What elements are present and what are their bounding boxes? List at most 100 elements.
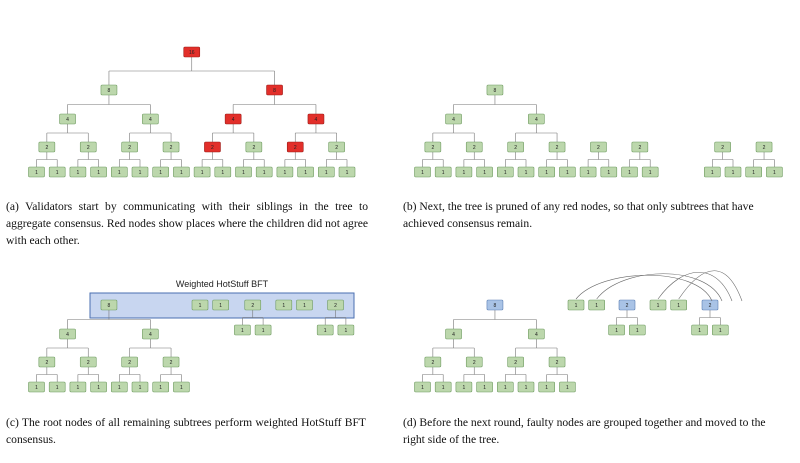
b-s2a-l0-1-box <box>600 166 618 178</box>
a-node-l1-5-box <box>245 141 263 153</box>
b-s2d-l0-1-box <box>766 166 783 178</box>
c-s8-l0-6-label: 1 <box>159 385 162 391</box>
a-node-l0-15-label: 1 <box>346 170 349 176</box>
d-sub-leaf-3-box <box>711 324 729 336</box>
a-node-l0-0-label: 1 <box>35 170 38 176</box>
a-node-l2-2-box <box>224 113 242 125</box>
a-node-l0-0: 1 <box>28 166 45 178</box>
c-s2a-l0-0-box <box>234 324 251 336</box>
a-node-l1-0-label: 2 <box>45 145 48 151</box>
d-s8-l1-2: 2 <box>507 356 524 368</box>
move-arc <box>657 272 733 302</box>
a-node-l2-2-label: 4 <box>232 117 235 123</box>
b-s2c-l0-0-label: 1 <box>711 170 714 176</box>
move-arc <box>678 270 743 302</box>
d-top-node-0-label: 1 <box>575 303 578 309</box>
b-s8-l0-7-label: 1 <box>566 170 569 176</box>
b-s2d-l1-0: 2 <box>755 141 773 153</box>
c-s8-l1-1-box <box>79 356 97 368</box>
b-s8-l2-1-label: 4 <box>535 117 538 123</box>
d-s8-l2-0: 4 <box>445 328 462 340</box>
tree-edge <box>160 152 182 167</box>
a-node-l2-1-label: 4 <box>149 117 152 123</box>
a-node-l0-8-label: 1 <box>201 170 204 176</box>
d-s8-l1-2-label: 2 <box>514 360 517 366</box>
a-node-l3-0: 8 <box>100 84 118 96</box>
d-s8-l0-6-label: 1 <box>545 385 548 391</box>
tree-edge <box>546 152 568 167</box>
c-s8-l3-0-label: 8 <box>108 303 111 309</box>
b-s8-l0-6-label: 1 <box>545 170 548 176</box>
d-s8-l0-1-box <box>434 381 452 393</box>
a-node-l1-6-label: 2 <box>294 145 297 151</box>
b-s8-l0-2-box <box>455 166 473 178</box>
c-top-leaf-2-box <box>275 299 293 311</box>
tree-edge <box>294 124 337 142</box>
b-s2c-l1-0-label: 2 <box>721 145 724 151</box>
a-node-l3-1-label: 8 <box>273 88 276 94</box>
c-s8-l1-2: 2 <box>121 356 138 368</box>
a-node-l0-5: 1 <box>131 166 149 178</box>
c-s8-l1-3-box <box>162 356 180 368</box>
c-s8-l0-2-label: 1 <box>77 385 80 391</box>
b-s8-l0-5: 1 <box>517 166 535 178</box>
b-s8-l1-2-box <box>507 141 524 153</box>
a-node-l2-2: 4 <box>224 113 242 125</box>
d-sub-leaf-0: 1 <box>608 324 625 336</box>
c-s8-l3-0: 8 <box>100 299 118 311</box>
c-s8-l0-7: 1 <box>173 381 190 393</box>
a-node-l4-0-box <box>183 46 201 58</box>
tree-edge <box>515 339 558 357</box>
d-s8-l0-4-box <box>496 381 514 393</box>
d-s8-l0-3: 1 <box>476 381 493 393</box>
b-s2c-l0-1-box <box>724 166 742 178</box>
c-s8-l1-2-box <box>121 356 138 368</box>
c-s2b-l0-1-box <box>337 324 355 336</box>
a-node-l0-9-box <box>214 166 232 178</box>
b-s2a-l0-0-label: 1 <box>587 170 590 176</box>
b-s2b-l0-0: 1 <box>621 166 638 178</box>
d-top-node-3-label: 1 <box>657 303 660 309</box>
c-s8-l2-1: 4 <box>142 328 159 340</box>
d-s8-l0-6: 1 <box>538 381 556 393</box>
a-node-l0-1-label: 1 <box>56 170 59 176</box>
a-node-l0-6-box <box>152 166 169 178</box>
d-top-node-1: 1 <box>588 299 606 311</box>
b-s8-l0-4-box <box>496 166 514 178</box>
c-top-leaf-3-box <box>296 299 313 311</box>
d-top-node-2-label: 2 <box>626 303 629 309</box>
b-s2b-l0-1-box <box>641 166 659 178</box>
a-node-l1-6: 2 <box>286 141 304 153</box>
tree-edge <box>546 367 568 382</box>
d-s8-l0-2-label: 1 <box>463 385 466 391</box>
a-node-l0-9: 1 <box>214 166 232 178</box>
d-s8-l0-2-box <box>455 381 473 393</box>
a-node-l0-4: 1 <box>111 166 128 178</box>
b-s2d-l1-0-label: 2 <box>763 145 766 151</box>
c-s8-l2-0-label: 4 <box>66 332 69 338</box>
c-s2b-l1-0-label: 2 <box>334 303 337 309</box>
c-s8-l0-2-box <box>69 381 87 393</box>
a-node-l1-3-label: 2 <box>170 145 173 151</box>
b-s8-l0-5-label: 1 <box>525 170 528 176</box>
b-s8-l0-6-box <box>538 166 556 178</box>
b-s8-l1-2: 2 <box>507 141 524 153</box>
b-s8-l0-1: 1 <box>434 166 452 178</box>
b-s8-l0-4-label: 1 <box>504 170 507 176</box>
d-s8-l2-1-label: 4 <box>535 332 538 338</box>
a-node-l0-8-box <box>193 166 211 178</box>
d-s8-l0-4: 1 <box>496 381 514 393</box>
tree-edge <box>232 95 317 114</box>
a-node-l1-6-box <box>286 141 304 153</box>
d-s8-l1-3: 2 <box>548 356 566 368</box>
b-s8-l2-0: 4 <box>445 113 462 125</box>
b-s2b-l0-1: 1 <box>641 166 659 178</box>
c-s8-l0-5-label: 1 <box>139 385 142 391</box>
c-s8-l0-0-box <box>28 381 45 393</box>
a-node-l1-3-box <box>162 141 180 153</box>
b-s8-l1-3-box <box>548 141 566 153</box>
a-node-l0-6-label: 1 <box>159 170 162 176</box>
d-s8-l1-3-label: 2 <box>556 360 559 366</box>
